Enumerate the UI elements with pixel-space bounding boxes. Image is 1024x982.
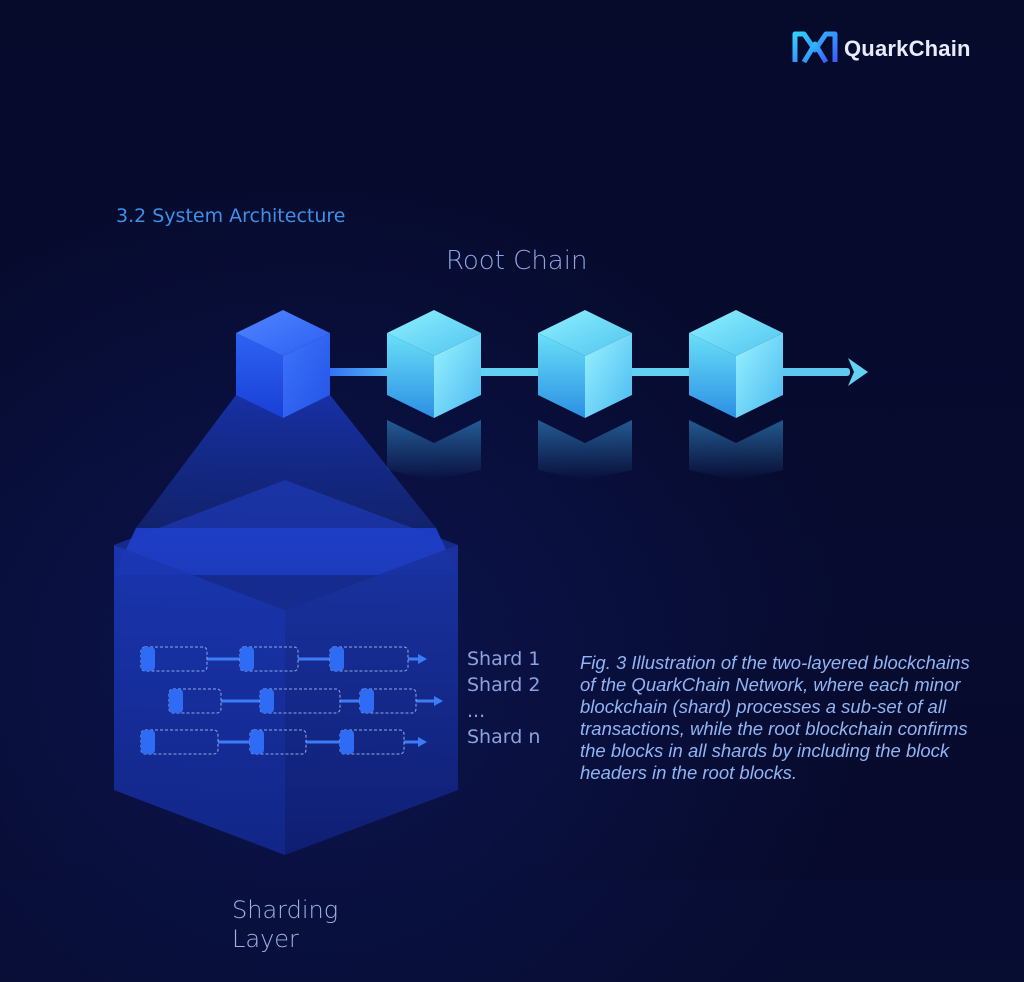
sharding-layer-title-line2: Layer: [232, 925, 299, 953]
shard-row-3: [140, 729, 427, 755]
root-link-4: [778, 368, 850, 376]
shard-label-n: Shard n: [467, 726, 541, 748]
quarkchain-logo-icon: [792, 31, 838, 64]
shard-row-2: [168, 688, 443, 714]
root-chain-title: Root Chain: [446, 246, 588, 276]
shard-row-1: [140, 646, 427, 672]
section-title: 3.2 System Architecture: [116, 205, 346, 227]
shard-label-2: Shard 2: [467, 674, 541, 696]
sharding-layer-title-line1: Sharding: [232, 896, 339, 924]
figure-caption: Fig. 3 Illustration of the two-layered b…: [580, 652, 970, 783]
brand-name: QuarkChain: [844, 36, 971, 61]
root-chain-arrowhead: [848, 358, 868, 386]
root-cube-2: [387, 310, 481, 480]
brand: QuarkChain: [792, 28, 992, 68]
sharding-cube: [114, 480, 458, 855]
sharding-layer-title: Sharding Layer: [232, 896, 338, 954]
root-cube-4: [689, 310, 783, 480]
bottom-glow: [0, 880, 1024, 982]
shard-label-1: Shard 1: [467, 648, 541, 670]
root-cube-3: [538, 310, 632, 480]
shard-label-ellipsis: ...: [467, 700, 486, 722]
projection-beam: [136, 395, 436, 528]
root-cube-1: [236, 310, 330, 418]
